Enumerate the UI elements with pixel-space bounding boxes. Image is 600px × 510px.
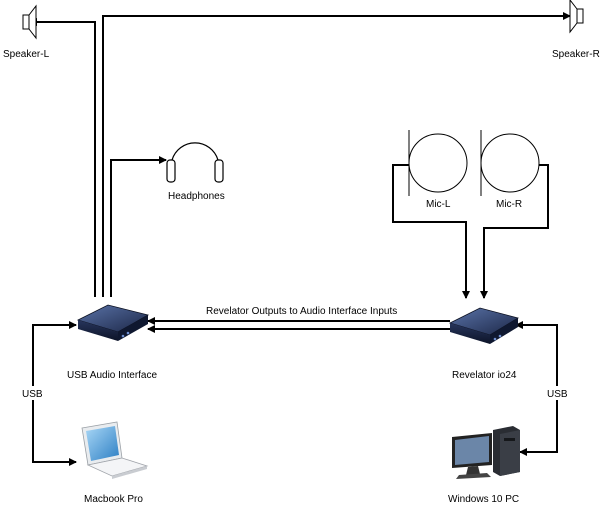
line-interface-to-speaker-r bbox=[102, 12, 571, 297]
windows-10-pc: Windows 10 PC bbox=[448, 426, 520, 505]
line-usb-macbook-return bbox=[32, 440, 77, 466]
laptop-icon bbox=[81, 421, 149, 479]
speaker-icon bbox=[569, 0, 584, 34]
speaker-l-label: Speaker-L bbox=[3, 49, 50, 60]
usb-label-right: USB bbox=[547, 389, 568, 400]
microphone-icon bbox=[408, 130, 468, 196]
desktop-pc-icon bbox=[452, 426, 520, 479]
revelator-io24: Revelator io24 bbox=[448, 307, 520, 381]
line-mic-r-to-revelator bbox=[480, 164, 549, 299]
mic-l-label: Mic-L bbox=[426, 199, 451, 210]
macbook-pro: Macbook Pro bbox=[81, 421, 149, 505]
headphones: Headphones bbox=[166, 142, 225, 202]
mic-l: Mic-L bbox=[408, 130, 468, 210]
speaker-r-label: Speaker-R bbox=[552, 49, 600, 60]
usb-label-left: USB bbox=[22, 389, 43, 400]
headphones-icon bbox=[166, 142, 224, 183]
link-label: Revelator Outputs to Audio Interface Inp… bbox=[206, 306, 397, 317]
macbook-pro-label: Macbook Pro bbox=[84, 494, 143, 505]
line-usb-windows-return bbox=[519, 440, 558, 456]
headphones-label: Headphones bbox=[168, 191, 225, 202]
line-mic-l-to-revelator bbox=[392, 164, 470, 299]
usb-audio-interface: USB Audio Interface bbox=[67, 304, 157, 381]
speaker-l: Speaker-L bbox=[3, 4, 50, 60]
windows-10-pc-label: Windows 10 PC bbox=[448, 494, 519, 505]
audio-interface-icon bbox=[76, 304, 150, 341]
audio-interface-icon bbox=[448, 307, 520, 344]
speaker-icon bbox=[22, 4, 37, 40]
mic-r-label: Mic-R bbox=[496, 199, 522, 210]
line-interface-to-speaker-l bbox=[29, 18, 96, 297]
line-interface-to-headphones bbox=[110, 156, 167, 297]
speaker-r: Speaker-R bbox=[552, 0, 600, 60]
revelator-io24-label: Revelator io24 bbox=[452, 370, 517, 381]
connections bbox=[29, 12, 571, 466]
microphone-icon bbox=[480, 130, 540, 196]
usb-audio-interface-label: USB Audio Interface bbox=[67, 370, 157, 381]
mic-r: Mic-R bbox=[480, 130, 540, 210]
